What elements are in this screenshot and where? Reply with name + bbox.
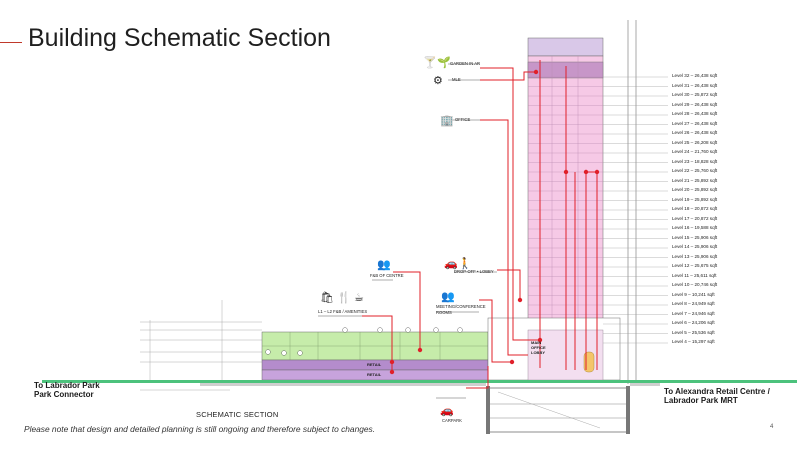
cocktail-icon: 🍸 — [423, 56, 437, 69]
callout-dropoff: DROP-OFF • LOBBY — [454, 269, 494, 274]
level-label: Level 29 – 26,438 sqft — [672, 101, 718, 107]
level-label: Level 4 – 15,297 sqft — [672, 339, 715, 344]
connector-right-line-1: To Alexandra Retail Centre / — [664, 387, 770, 396]
callout-amenities: L1 – L2 F&B / AMENITIES — [318, 309, 368, 314]
level-label: Level 26 – 26,438 sqft — [672, 130, 718, 135]
level-label: Level 5 – 25,536 sqft — [672, 329, 715, 335]
level-label: Level 21 – 25,892 sqft — [672, 177, 718, 183]
page-number: 4 — [770, 424, 774, 430]
level-label: Level 32 – 26,438 sqft — [672, 73, 718, 78]
callout-office: OFFICE — [455, 117, 471, 122]
level-label: Level 14 – 25,906 sqft — [672, 244, 718, 249]
callout-meeting-2: ROOMS — [436, 310, 452, 315]
people-icon: 👥 — [377, 258, 391, 271]
podium-grid — [262, 332, 488, 360]
retail-label-upper: RETAIL — [367, 362, 382, 367]
ground-line — [42, 380, 797, 383]
level-label: Level 20 – 25,892 sqft — [672, 187, 718, 192]
level-label: Level 28 – 26,438 sqft — [672, 111, 718, 116]
dining-icon: 🍴 — [337, 291, 351, 304]
connector-left-line-1: To Labrador Park — [34, 381, 100, 390]
carpark-car-icon: 🚗 — [440, 404, 454, 417]
connector-right-line-2: Labrador Park MRT — [664, 396, 738, 405]
basement-carpark — [487, 387, 629, 433]
level-label: Level 30 – 25,872 sqft — [672, 92, 718, 97]
level-label: Level 31 – 26,438 sqft — [672, 82, 718, 88]
connector-left-line-2: Park Connector — [34, 390, 94, 399]
callout-meeting-1: MEETING/CONFERENCE — [436, 304, 486, 309]
level-label: Level 15 – 25,906 sqft — [672, 234, 718, 240]
level-label: Level 27 – 26,438 sqft — [672, 120, 718, 126]
callout-fbcentre: F&B OF CENTRE — [370, 273, 404, 278]
level-label: Level 7 – 24,946 sqft — [672, 310, 715, 316]
roof-trees — [265, 327, 463, 356]
meeting-icon: 👥 — [441, 290, 455, 303]
lobby-label-2: OFFICE — [531, 345, 546, 350]
level-label: Level 10 – 20,746 sqft — [672, 282, 718, 287]
title-accent-rule — [0, 42, 22, 43]
basement-wall-left — [486, 386, 490, 434]
circulation-routes — [362, 60, 598, 389]
callout-carpark: CARPARK — [442, 418, 462, 423]
level-label: Level 13 – 25,906 sqft — [672, 253, 718, 259]
level-label: Level 12 – 25,675 sqft — [672, 263, 718, 268]
level-label: Level 22 – 25,760 sqft — [672, 168, 718, 173]
callout-mle: MLE — [452, 77, 461, 82]
level-label: Level 18 – 20,872 sqft — [672, 206, 718, 211]
plant-icon: 🌱 — [437, 56, 451, 69]
level-label: Level 6 – 24,206 sqft — [672, 320, 715, 325]
lobby-label-1: MAIN — [531, 340, 542, 345]
lobby-label-3: LOBBY — [531, 350, 545, 355]
office-icon: 🏢 — [440, 114, 454, 127]
callout-garden: GARDEN IN AR — [450, 61, 481, 66]
tower-crown — [527, 37, 604, 57]
level-label: Level 8 – 24,949 sqft — [672, 301, 715, 306]
section-label: SCHEMATIC SECTION — [196, 410, 279, 419]
level-label: Level 24 – 21,760 sqft — [672, 149, 718, 154]
callout-leaders — [318, 63, 497, 399]
level-label: Level 17 – 20,872 sqft — [672, 215, 718, 221]
gears-icon: ⚙ — [433, 74, 443, 87]
page-title: Building Schematic Section — [28, 24, 331, 52]
basement-ramp — [497, 391, 601, 429]
level-label: Level 9 – 10,241 sqft — [672, 291, 715, 297]
level-label: Level 23 – 18,828 sqft — [672, 158, 718, 164]
route-dots — [389, 69, 600, 375]
shopping-icon: 🛍 — [320, 291, 334, 304]
connector-right: To Alexandra Retail Centre / Labrador Pa… — [664, 387, 770, 405]
car-icon: 🚗 — [444, 257, 458, 270]
level-label: Level 16 – 19,588 sqft — [672, 225, 718, 230]
level-label: Level 11 – 25,611 sqft — [672, 272, 717, 278]
person-icon: 🚶 — [458, 257, 472, 270]
level-label: Level 19 – 25,892 sqft — [672, 196, 718, 202]
coffee-icon: ☕ — [354, 291, 364, 304]
ground-hatch-right — [630, 383, 660, 386]
level-label: Level 25 – 26,208 sqft — [672, 139, 718, 145]
ground-hatch-left — [200, 383, 486, 386]
elevation-ticks — [603, 76, 668, 344]
connector-left: To Labrador Park Park Connector — [34, 381, 100, 399]
site-reference-lines — [140, 300, 262, 391]
basement-wall-right — [626, 386, 630, 434]
retail-label-lower: RETAIL — [367, 372, 382, 377]
footnote: Please note that design and detailed pla… — [24, 424, 376, 434]
